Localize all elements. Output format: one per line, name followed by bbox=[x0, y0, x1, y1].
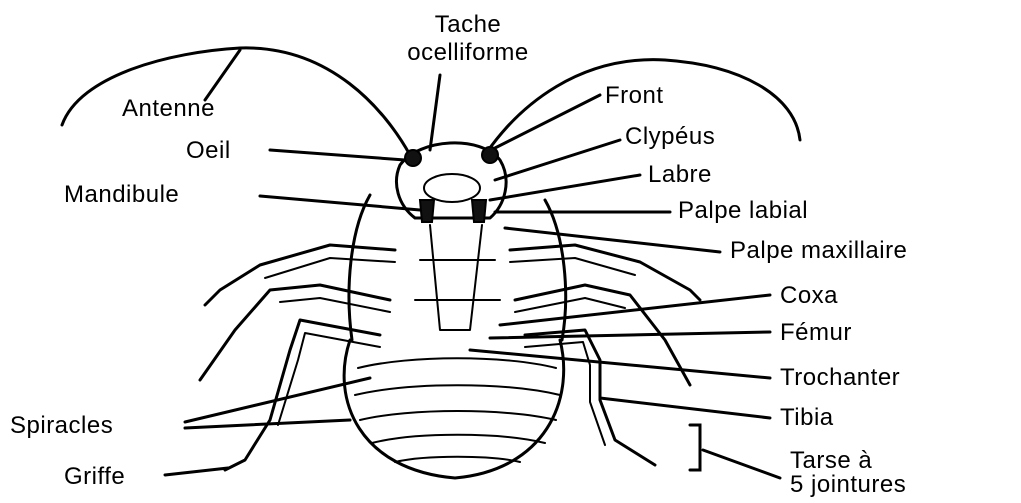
leader-tarse bbox=[703, 450, 780, 478]
label-coxa: Coxa bbox=[780, 283, 838, 309]
leader-oeil bbox=[270, 150, 405, 160]
left-mandible bbox=[420, 200, 434, 222]
label-trochanter: Trochanter bbox=[780, 365, 900, 391]
tarse-bracket bbox=[690, 425, 700, 470]
abdomen-segment-5 bbox=[395, 457, 520, 462]
label-tache-ocelliforme-1: Tache bbox=[378, 12, 558, 38]
leader-griffe bbox=[165, 468, 228, 475]
leader-antenne bbox=[205, 50, 240, 100]
right-front-leg-inner bbox=[510, 258, 635, 275]
label-mandibule: Mandibule bbox=[64, 182, 179, 208]
label-tarse-2: 5 jointures bbox=[790, 472, 906, 498]
left-antenna bbox=[62, 48, 410, 155]
clypeus-shape bbox=[424, 174, 480, 202]
leader-mandibule bbox=[260, 196, 420, 210]
label-oeil: Oeil bbox=[186, 138, 231, 164]
left-eye bbox=[405, 150, 421, 166]
leader-spiracles-1 bbox=[185, 378, 370, 422]
left-middle-leg-inner bbox=[280, 298, 390, 312]
leader-clypeus bbox=[495, 140, 620, 180]
label-palpe-maxillaire: Palpe maxillaire bbox=[730, 238, 907, 264]
leader-tache bbox=[430, 75, 440, 150]
right-front-leg bbox=[510, 245, 700, 300]
label-antenne: Antenne bbox=[122, 96, 215, 122]
leader-labre bbox=[490, 175, 640, 200]
label-palpe-labial: Palpe labial bbox=[678, 198, 808, 224]
leader-tibia bbox=[600, 398, 770, 418]
abdomen-segment-1 bbox=[358, 358, 556, 368]
label-clypeus: Clypéus bbox=[625, 124, 715, 150]
left-front-leg-inner bbox=[265, 258, 395, 278]
sternum bbox=[415, 225, 500, 330]
abdomen-segment-3 bbox=[360, 411, 556, 420]
right-mandible bbox=[472, 200, 486, 222]
right-middle-leg-inner bbox=[515, 298, 625, 312]
abdomen-segment-4 bbox=[372, 435, 545, 443]
leader-trochanter bbox=[470, 350, 770, 378]
label-labre: Labre bbox=[648, 162, 712, 188]
label-spiracles: Spiracles bbox=[10, 413, 113, 439]
right-eye bbox=[482, 147, 498, 163]
label-griffe: Griffe bbox=[64, 464, 125, 490]
abdomen-segment-2 bbox=[355, 385, 560, 395]
label-tache-ocelliforme-2: ocelliforme bbox=[378, 40, 558, 66]
label-tibia: Tibia bbox=[780, 405, 834, 431]
label-femur: Fémur bbox=[780, 320, 852, 346]
label-front: Front bbox=[605, 83, 664, 109]
